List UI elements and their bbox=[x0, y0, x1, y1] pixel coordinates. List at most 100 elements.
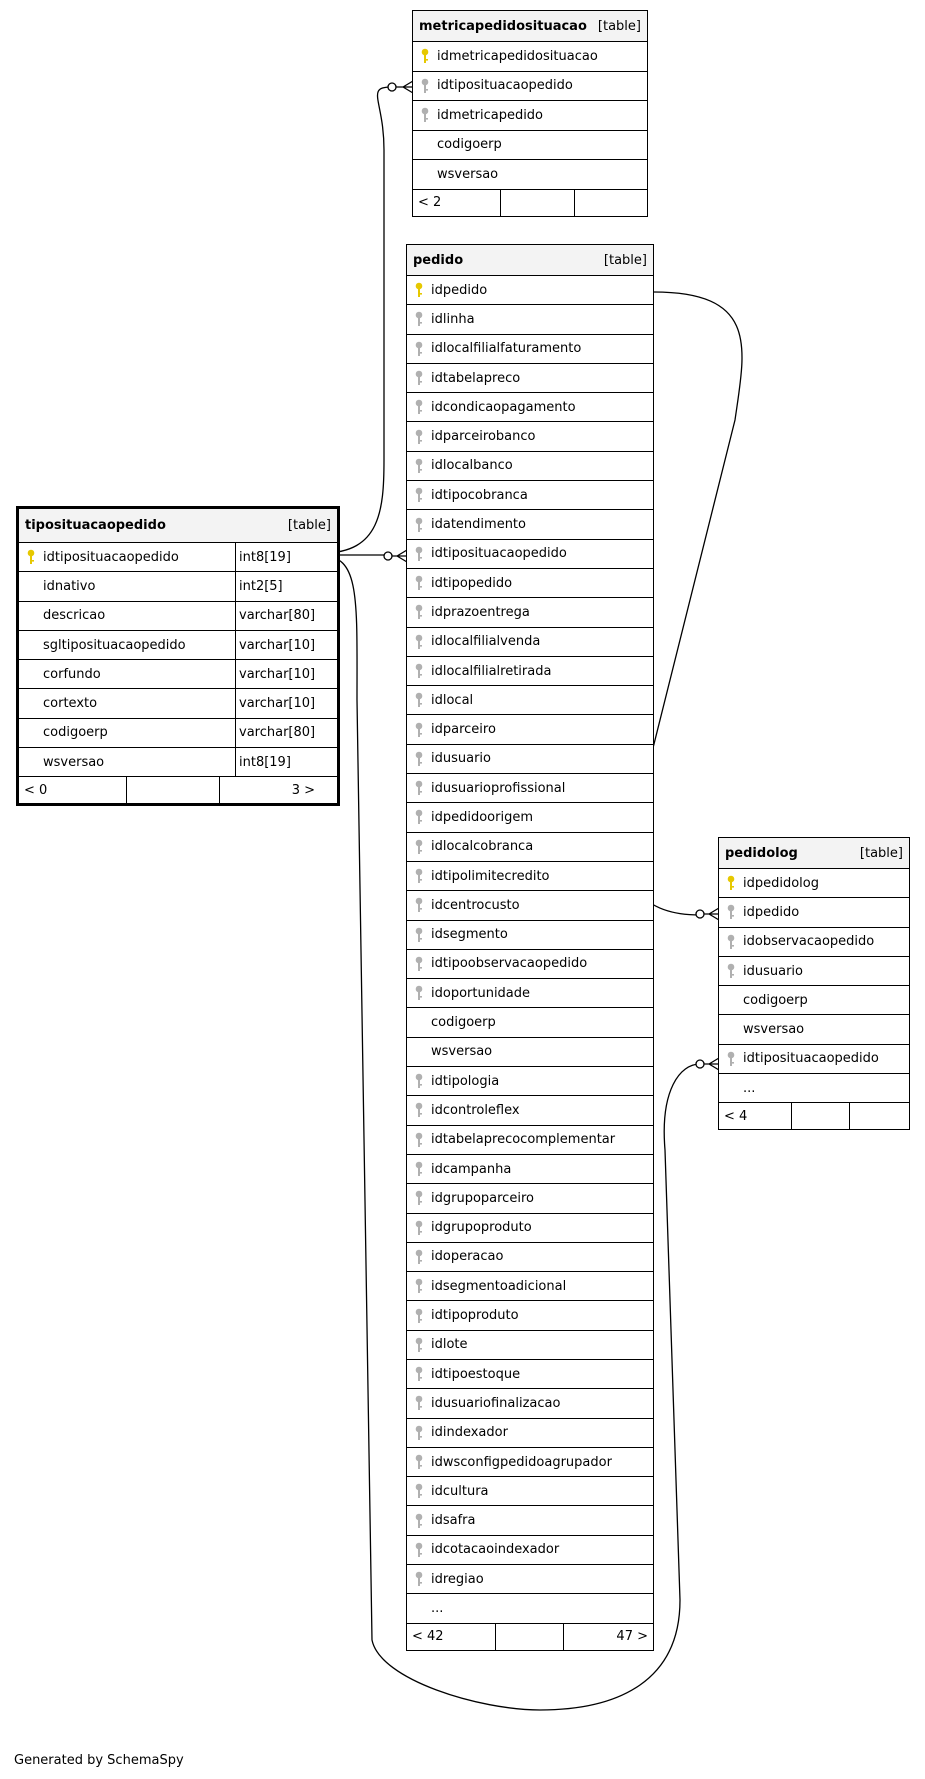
column-row[interactable]: idmetricapedidosituacao bbox=[413, 42, 647, 72]
foreign-key-icon bbox=[407, 458, 431, 474]
column-row[interactable]: idoportunidade bbox=[407, 979, 653, 1009]
column-row[interactable]: idcampanha bbox=[407, 1155, 653, 1185]
column-row[interactable]: idtabelaprecocomplementar bbox=[407, 1126, 653, 1155]
table-tiposituacaopedido[interactable]: tiposituacaopedido [table] idtiposituaca… bbox=[16, 506, 340, 807]
foreign-key-icon bbox=[407, 1308, 431, 1324]
column-row[interactable]: idwsconfigpedidoagrupador bbox=[407, 1448, 653, 1478]
column-row[interactable]: idpedidoorigem bbox=[407, 803, 653, 833]
nav-mid bbox=[501, 189, 575, 216]
column-row[interactable]: idlocalfilialretirada bbox=[407, 657, 653, 687]
column-row[interactable]: idcondicaopagamento bbox=[407, 393, 653, 423]
column-row[interactable]: idcentrocusto bbox=[407, 891, 653, 921]
nav-right[interactable] bbox=[850, 1103, 909, 1129]
column-row[interactable]: ... bbox=[407, 1594, 653, 1624]
column-row[interactable]: idlote bbox=[407, 1331, 653, 1360]
column-row[interactable]: idregiao bbox=[407, 1565, 653, 1595]
column-row[interactable]: idtipoproduto bbox=[407, 1301, 653, 1331]
column-row[interactable]: idatendimento bbox=[407, 510, 653, 540]
column-row[interactable]: idusuariofinalizacao bbox=[407, 1389, 653, 1419]
column-row[interactable]: idtipolimitecredito bbox=[407, 862, 653, 892]
column-row[interactable]: idpedidolog bbox=[719, 869, 909, 899]
column-row[interactable]: idlinha bbox=[407, 305, 653, 335]
column-row[interactable]: idtipocobranca bbox=[407, 481, 653, 511]
column-row[interactable]: codigoerp bbox=[413, 131, 647, 160]
nav-left[interactable]: < 0 bbox=[19, 777, 127, 804]
column-row[interactable]: idcontroleflex bbox=[407, 1096, 653, 1126]
table-metricapedidosituacao[interactable]: metricapedidosituacao [table] idmetricap… bbox=[412, 10, 648, 217]
column-row[interactable]: idlocalcobranca bbox=[407, 833, 653, 862]
column-row[interactable]: idusuario bbox=[407, 745, 653, 775]
foreign-key-icon bbox=[407, 487, 431, 503]
nav-right[interactable] bbox=[575, 190, 647, 216]
column-row[interactable]: idlocalfilialfaturamento bbox=[407, 335, 653, 364]
column-row[interactable]: idsegmento bbox=[407, 921, 653, 950]
column-row[interactable]: idtipologia bbox=[407, 1067, 653, 1097]
nav-left[interactable]: < 2 bbox=[413, 189, 501, 216]
column-row[interactable]: idlocalfilialvenda bbox=[407, 628, 653, 657]
column-row[interactable]: idusuarioprofissional bbox=[407, 774, 653, 804]
crowfoot-pedido bbox=[392, 549, 408, 563]
foreign-key-icon bbox=[407, 604, 431, 620]
column-row[interactable]: idprazoentrega bbox=[407, 598, 653, 628]
column-row[interactable]: idtiposituacaopedido bbox=[413, 72, 647, 101]
column-row[interactable]: wsversao bbox=[407, 1038, 653, 1068]
column-name: idtipopedido bbox=[431, 575, 513, 591]
column-row[interactable]: idtabelapreco bbox=[407, 364, 653, 394]
column-row[interactable]: idgrupoproduto bbox=[407, 1214, 653, 1243]
primary-key-icon bbox=[19, 549, 43, 565]
foreign-key-icon bbox=[407, 956, 431, 972]
nav-left[interactable]: < 42 bbox=[407, 1623, 496, 1650]
table-header: pedido [table] bbox=[407, 245, 653, 276]
column-row[interactable]: idobservacaopedido bbox=[719, 928, 909, 957]
column-name: idpedido bbox=[431, 282, 488, 298]
foreign-key-icon bbox=[407, 927, 431, 943]
nav-left[interactable]: < 4 bbox=[719, 1103, 792, 1130]
column-row[interactable]: codigoerp bbox=[719, 986, 909, 1016]
foreign-key-icon bbox=[719, 904, 743, 920]
column-row[interactable]: idtipopedido bbox=[407, 569, 653, 599]
column-row[interactable]: ... bbox=[719, 1074, 909, 1104]
column-row[interactable]: idtiposituacaopedido bbox=[407, 540, 653, 569]
column-name: idatendimento bbox=[431, 517, 526, 533]
column-row[interactable]: wsversao bbox=[719, 1015, 909, 1045]
column-row[interactable]: idpedido bbox=[407, 276, 653, 306]
column-row[interactable]: idusuario bbox=[719, 957, 909, 987]
column-row[interactable]: idcotacaoindexador bbox=[407, 1536, 653, 1566]
column-row[interactable]: idindexador bbox=[407, 1419, 653, 1448]
column-name: idsegmento bbox=[431, 927, 508, 943]
table-header: tiposituacaopedido [table] bbox=[19, 509, 337, 543]
nav-right[interactable]: 3 > bbox=[291, 782, 315, 798]
column-row[interactable]: idsafra bbox=[407, 1506, 653, 1536]
table-name: pedido bbox=[413, 252, 464, 268]
column-row[interactable]: idparceirobanco bbox=[407, 422, 653, 452]
column-name: idusuariofinalizacao bbox=[431, 1395, 561, 1411]
column-row[interactable]: idlocalbanco bbox=[407, 452, 653, 482]
column-row[interactable]: idgrupoparceiro bbox=[407, 1184, 653, 1214]
column-row[interactable]: idtipoobservacaopedido bbox=[407, 950, 653, 980]
column-row[interactable]: idtipoestoque bbox=[407, 1360, 653, 1390]
column-row[interactable]: idtiposituacaopedido bbox=[719, 1045, 909, 1075]
column-row[interactable]: codigoerp bbox=[407, 1008, 653, 1038]
column-name: idtipocobranca bbox=[431, 487, 528, 503]
column-row[interactable]: idoperacao bbox=[407, 1243, 653, 1273]
column-row[interactable]: idsegmentoadicional bbox=[407, 1272, 653, 1302]
column-row[interactable]: idpedido bbox=[719, 898, 909, 928]
column-row[interactable]: idparceiro bbox=[407, 715, 653, 745]
column-row[interactable]: idcultura bbox=[407, 1477, 653, 1507]
nav-right[interactable]: 47 > bbox=[616, 1629, 648, 1645]
column-row[interactable]: idlocal bbox=[407, 686, 653, 716]
column-row[interactable]: wsversao bbox=[413, 160, 647, 190]
column-row[interactable]: idmetricapedido bbox=[413, 101, 647, 131]
column-name: codigoerp bbox=[43, 725, 108, 741]
foreign-key-icon bbox=[407, 429, 431, 445]
